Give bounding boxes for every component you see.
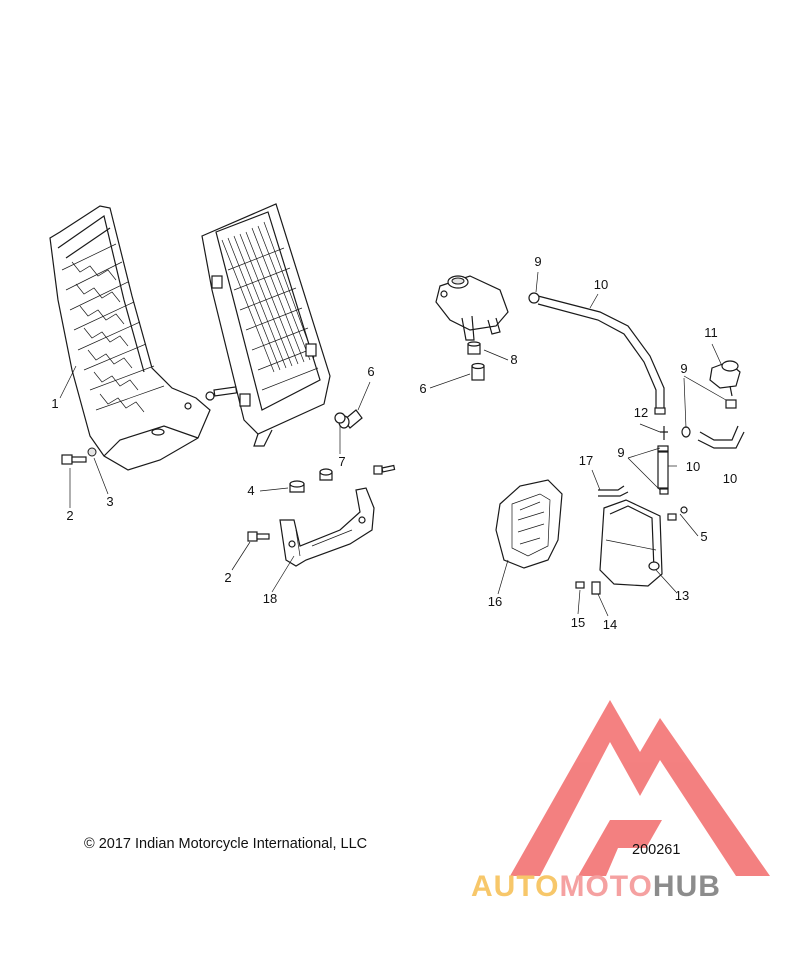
hose-10-small — [657, 445, 669, 495]
callout-c15: 15 — [571, 615, 585, 630]
grommet-6b — [471, 362, 485, 381]
reservoir-13 — [599, 499, 663, 587]
callout-c6a: 6 — [367, 364, 374, 379]
callout-c17: 17 — [579, 453, 593, 468]
hose-10-right — [697, 425, 745, 449]
hose-10-upper — [528, 292, 666, 415]
clamp-9-right — [725, 399, 737, 409]
hose-17 — [598, 485, 629, 497]
callout-c9a: 9 — [534, 254, 541, 269]
nut-7 — [334, 412, 346, 424]
grommet-4b — [319, 468, 333, 481]
bolt-2-left — [61, 454, 87, 465]
callout-c3: 3 — [106, 494, 113, 509]
callout-c6b: 6 — [419, 381, 426, 396]
radiator — [201, 203, 331, 447]
radiator-shroud — [49, 205, 211, 471]
brand-part-auto: AUTO — [471, 870, 560, 903]
reference-number: 200261 — [632, 842, 681, 858]
grommet-4 — [289, 480, 305, 493]
watermark-brand: AUTOMOTOHUB — [471, 870, 721, 904]
callout-c10a: 10 — [594, 277, 608, 292]
callout-c9c: 9 — [617, 445, 624, 460]
callout-c8: 8 — [510, 352, 517, 367]
callout-c11: 11 — [704, 325, 718, 340]
callout-c14: 14 — [603, 617, 617, 632]
clamp-8 — [467, 341, 481, 355]
callout-c18: 18 — [263, 591, 277, 606]
brand-part-hub: HUB — [652, 870, 721, 903]
screw-15 — [575, 581, 585, 589]
callout-c4: 4 — [247, 483, 254, 498]
washer-3 — [87, 447, 97, 457]
callout-c2a: 2 — [66, 508, 73, 523]
callout-c9b: 9 — [680, 361, 687, 376]
brand-part-moto: MOTO — [559, 870, 653, 903]
clamp-9-mid — [681, 426, 691, 438]
thermostat-housing — [435, 275, 509, 341]
watermark-logo — [510, 700, 770, 876]
callout-c1: 1 — [51, 396, 58, 411]
callout-c13: 13 — [675, 588, 689, 603]
callout-c10b: 10 — [686, 459, 700, 474]
bolt-radiator — [205, 386, 238, 401]
bolt-bracket — [373, 464, 396, 475]
callout-c16: 16 — [488, 594, 502, 609]
callout-c7: 7 — [338, 454, 345, 469]
callout-c2b: 2 — [224, 570, 231, 585]
callout-c10c: 10 — [723, 471, 737, 486]
cover-16 — [495, 479, 563, 569]
callout-c12: 12 — [634, 405, 648, 420]
copyright-text: © 2017 Indian Motorcycle International, … — [84, 836, 368, 852]
bracket-18 — [279, 487, 375, 567]
callout-c5: 5 — [700, 529, 707, 544]
bolt-5 — [667, 506, 688, 521]
leader-lines — [59, 271, 723, 617]
bolt-2-bracket — [247, 531, 270, 542]
clip-14 — [591, 581, 601, 595]
filler-cap-11 — [709, 360, 741, 397]
fitting-12 — [660, 426, 668, 440]
